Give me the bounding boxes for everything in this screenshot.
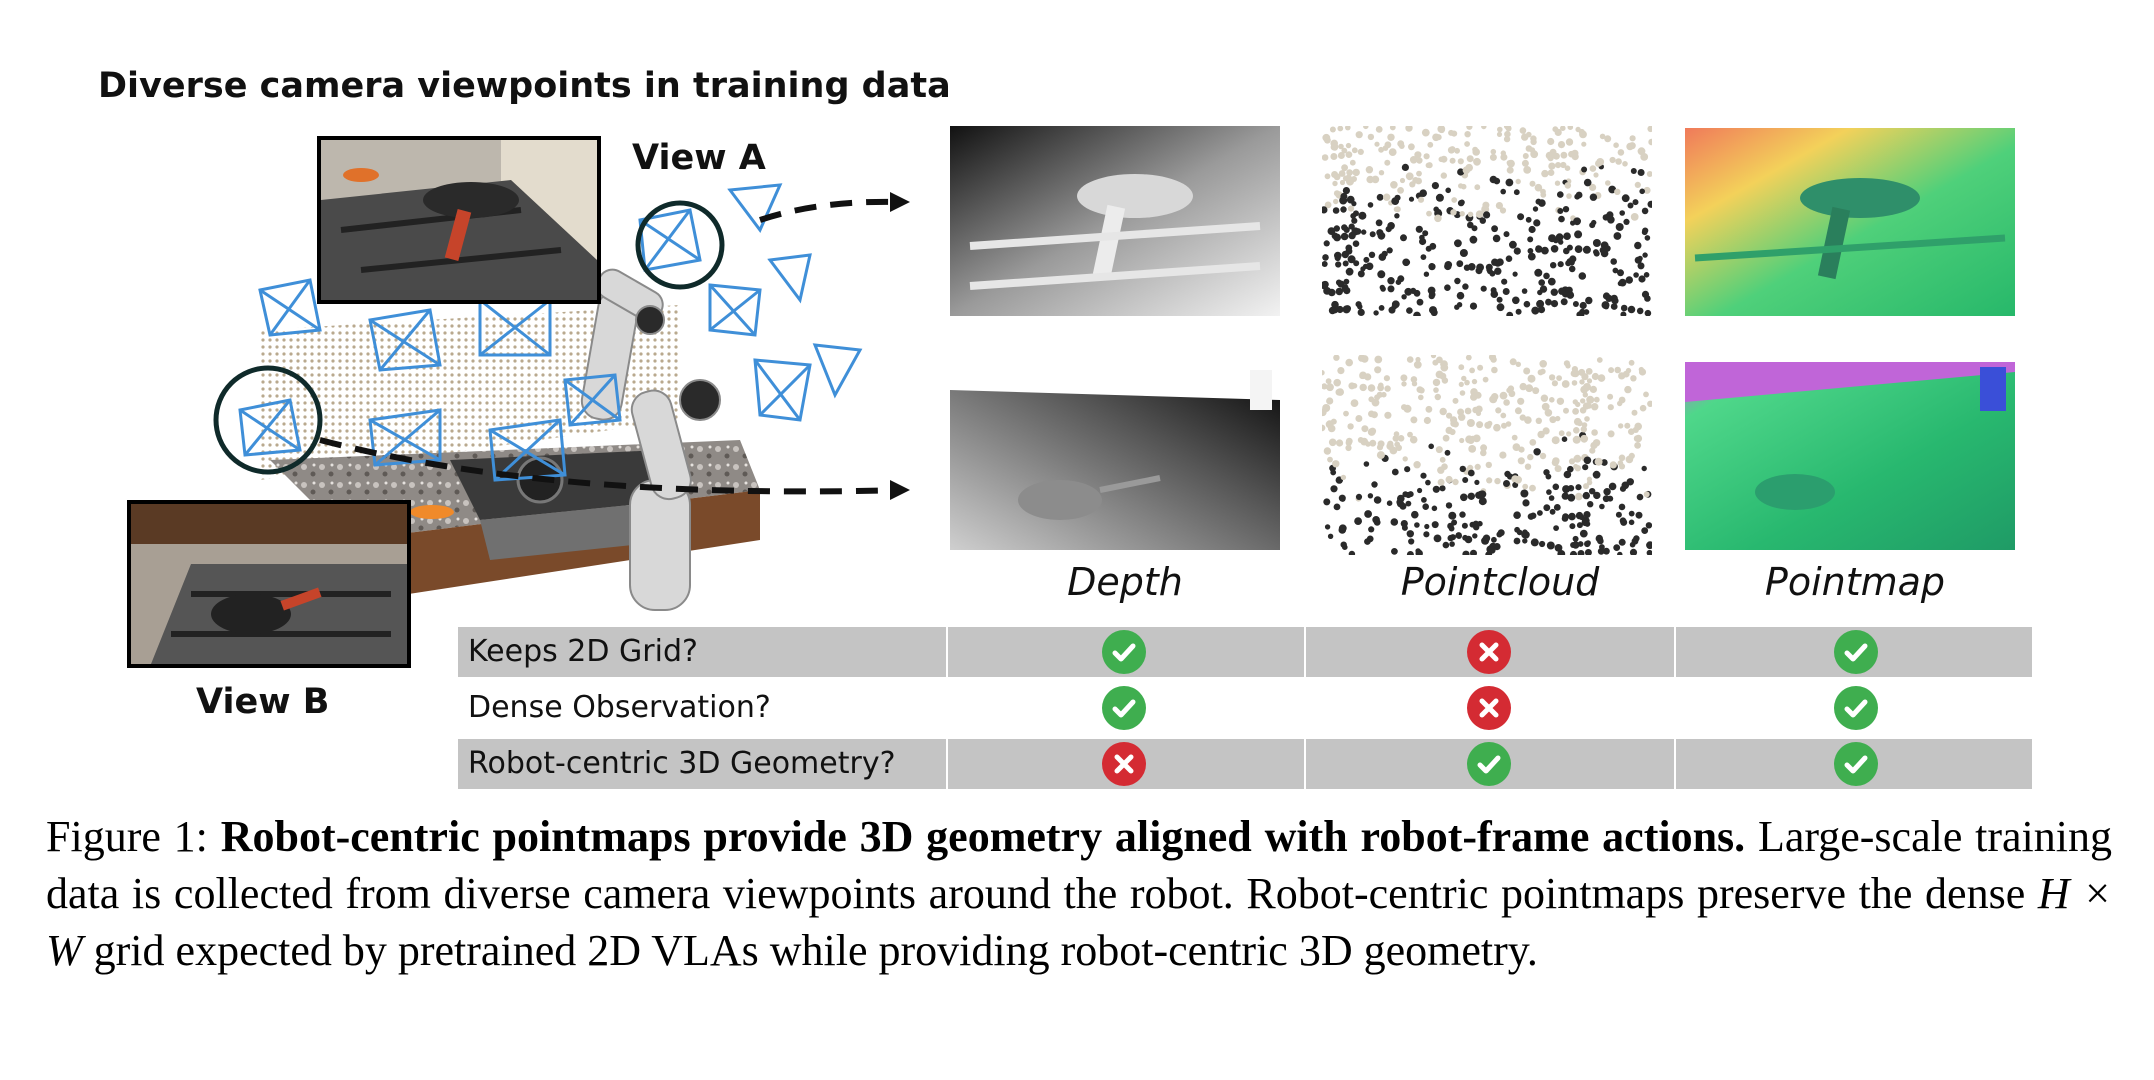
column-label-pointmap: Pointmap	[1690, 560, 2020, 604]
check-icon	[1841, 749, 1871, 779]
caption-bold-title: Robot-centric pointmaps provide 3D geome…	[221, 812, 1745, 861]
mark-icon	[1467, 686, 1511, 730]
depth-view-b	[950, 360, 1280, 550]
cross-icon	[1109, 749, 1139, 779]
mark-icon	[1834, 686, 1878, 730]
pointcloud-view-b	[1322, 355, 1652, 555]
table-row: Keeps 2D Grid?	[458, 627, 2032, 677]
column-label-depth: Depth	[960, 560, 1290, 604]
mark-icon	[1467, 742, 1511, 786]
cross-icon	[1474, 693, 1504, 723]
caption-label: Figure 1:	[46, 812, 208, 861]
view-b-thumbnail	[127, 500, 411, 668]
comparison-table: Keeps 2D Grid? Dense Observation? Robot-…	[458, 627, 2032, 795]
caption-body-2: grid expected by pretrained 2D VLAs whil…	[94, 926, 1538, 975]
row-question: Dense Observation?	[468, 690, 771, 725]
row-question: Robot-centric 3D Geometry?	[468, 746, 896, 781]
dashed-arrow-icon	[300, 180, 930, 520]
check-icon	[1474, 749, 1504, 779]
check-icon	[1109, 637, 1139, 667]
mark-icon	[1102, 630, 1146, 674]
figure-caption: Figure 1: Robot-centric pointmaps provid…	[46, 808, 2112, 979]
view-a-label: View A	[632, 138, 766, 178]
mark-icon	[1834, 630, 1878, 674]
table-row: Robot-centric 3D Geometry?	[458, 739, 2032, 789]
mark-icon	[1834, 742, 1878, 786]
depth-view-a	[950, 126, 1280, 316]
check-icon	[1841, 693, 1871, 723]
cross-icon	[1474, 637, 1504, 667]
table-row: Dense Observation?	[458, 683, 2032, 733]
mark-icon	[1102, 742, 1146, 786]
mark-icon	[1102, 686, 1146, 730]
mark-icon	[1467, 630, 1511, 674]
check-icon	[1109, 693, 1139, 723]
row-question: Keeps 2D Grid?	[468, 634, 698, 669]
pointmap-view-a	[1685, 128, 2015, 316]
pointmap-view-b	[1685, 362, 2015, 550]
pointcloud-view-a	[1322, 126, 1652, 316]
view-b-label: View B	[196, 682, 329, 722]
check-icon	[1841, 637, 1871, 667]
figure-title: Diverse camera viewpoints in training da…	[98, 66, 951, 106]
column-label-pointcloud: Pointcloud	[1335, 560, 1665, 604]
